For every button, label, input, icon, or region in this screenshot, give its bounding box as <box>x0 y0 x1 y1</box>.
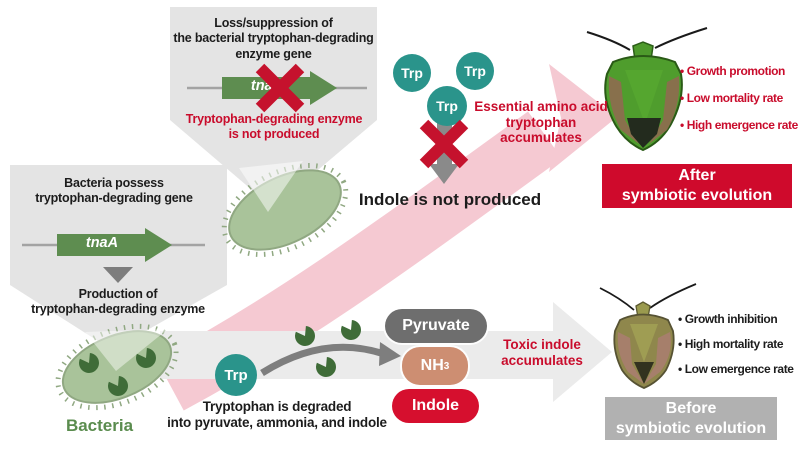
left-box-title: Bacteria possess tryptophan-degrading ge… <box>35 176 193 206</box>
enzyme-icon <box>107 376 128 396</box>
pyruvate-pill: Pyruvate <box>385 309 487 343</box>
degradation-arrow-head <box>379 342 401 366</box>
essential-accumulates-text: Essential amino acid tryptophan accumula… <box>474 99 608 146</box>
trp-molecule: Trp <box>215 354 257 396</box>
toxic-accumulates-text: Toxic indole accumulates <box>501 337 583 369</box>
before-bullet: • High mortality rate <box>678 337 784 351</box>
top-box-title: Loss/suppression of the bacterial trypto… <box>173 16 374 61</box>
red-x-icon <box>255 63 305 113</box>
gene-arrow-left <box>57 228 172 262</box>
enzyme-icon <box>78 353 99 373</box>
before-bullet-list: • Growth inhibition • High mortality rat… <box>678 312 794 377</box>
after-bullet: • Growth promotion <box>680 64 785 78</box>
top-gene-box <box>170 7 377 208</box>
trp-molecule: Trp <box>427 86 467 126</box>
brown-stinkbug-image <box>599 283 697 389</box>
degradation-caption: Tryptophan is degraded into pyruvate, am… <box>167 399 387 431</box>
enzyme-icon <box>294 326 315 346</box>
bacteria-label: Bacteria <box>65 416 134 435</box>
after-symbiotic-evolution-box: After symbiotic evolution <box>602 164 792 208</box>
top-box-result-text: Tryptophan-degrading enzyme is not produ… <box>185 112 363 142</box>
ammonia-formula: NH <box>420 357 444 374</box>
left-gene-box <box>10 165 227 350</box>
gene-label-tnaA-left: tnaA <box>85 235 119 251</box>
before-bullet: • Low emergence rate <box>678 362 794 376</box>
bacteria-cell-middle <box>221 161 349 257</box>
indole-pill: Indole <box>392 389 479 423</box>
indole-not-produced-text: Indole is not produced <box>358 190 542 209</box>
trp-molecule: Trp <box>456 52 494 90</box>
degradation-curved-arrow <box>260 343 386 376</box>
enzyme-icon <box>135 348 156 368</box>
after-bullet-list: • Growth promotion • Low mortality rate … <box>680 64 798 133</box>
before-symbiotic-evolution-box: Before symbiotic evolution <box>605 397 777 440</box>
bacteria-cell-bottom <box>55 323 179 411</box>
trp-molecule: Trp <box>393 54 431 92</box>
before-bullet: • Growth inhibition <box>678 312 778 326</box>
red-x-icon <box>419 119 469 169</box>
pink-evolution-arrow-head <box>549 64 617 172</box>
ammonia-subscript: 3 <box>443 360 450 372</box>
triangle-down-icon <box>103 267 133 283</box>
enzyme-icon <box>315 357 336 377</box>
green-stinkbug-image <box>586 27 708 152</box>
after-bullet: • Low mortality rate <box>680 91 783 105</box>
enzyme-icon <box>340 320 361 340</box>
left-box-result-text: Production of tryptophan-degrading enzym… <box>31 287 205 317</box>
after-bullet: • High emergence rate <box>680 118 798 132</box>
